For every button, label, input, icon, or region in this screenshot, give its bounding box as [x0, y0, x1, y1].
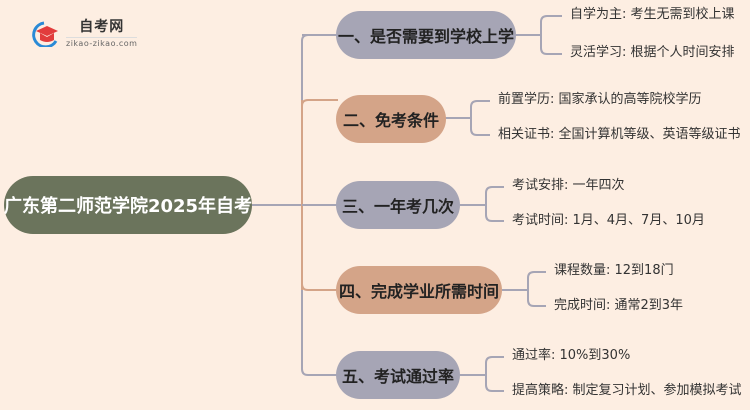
leaf-bracket-3 — [460, 186, 504, 222]
leaf-1-1: 自学为主: 考生无需到校上课 — [570, 7, 735, 22]
leaf-4-1: 课程数量: 12到18门 — [554, 263, 674, 278]
leaf-2-1: 前置学历: 国家承认的高等院校学历 — [498, 92, 702, 107]
branch-node-5: 五、考试通过率 — [336, 351, 460, 399]
graduation-cap-icon — [32, 21, 58, 47]
logo-text: 自考网 zikao-zikao.com — [66, 19, 138, 49]
leaf-5-1: 通过率: 10%到30% — [512, 348, 631, 363]
leaf-3-2: 考试时间: 1月、4月、7月、10月 — [512, 213, 705, 228]
leaf-bracket-1 — [515, 15, 562, 55]
branch-node-4: 四、完成学业所需时间 — [336, 266, 502, 314]
leaf-bracket-2 — [445, 100, 490, 136]
logo-url: zikao-zikao.com — [66, 37, 138, 48]
logo-title: 自考网 — [79, 19, 125, 35]
branch-connector-4 — [301, 283, 338, 291]
leaf-4-2: 完成时间: 通常2到3年 — [554, 298, 684, 313]
leaf-2-2: 相关证书: 全国计算机等级、英语等级证书 — [498, 127, 741, 142]
branch-connector-2 — [301, 99, 338, 107]
leaf-bracket-4 — [502, 271, 546, 307]
leaf-3-1: 考试安排: 一年四次 — [512, 178, 625, 193]
leaf-bracket-5 — [460, 356, 504, 392]
branch-node-1: 一、是否需要到学校上学 — [336, 11, 516, 59]
logo: 自考网 zikao-zikao.com — [30, 16, 138, 52]
leaf-5-2: 提高策略: 制定复习计划、参加模拟考试 — [512, 383, 742, 398]
branch-node-3: 三、一年考几次 — [336, 181, 460, 229]
root-node: 广东第二师范学院2025年自考 — [4, 176, 252, 234]
branch-node-2: 二、免考条件 — [336, 95, 446, 143]
leaf-1-2: 灵活学习: 根据个人时间安排 — [570, 45, 735, 60]
